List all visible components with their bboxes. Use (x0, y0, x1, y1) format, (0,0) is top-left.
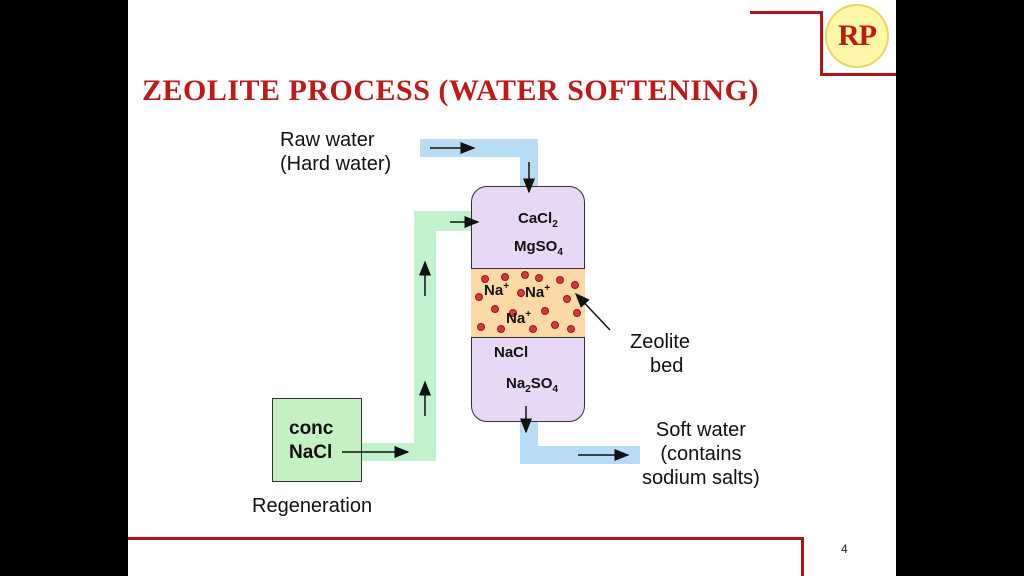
ion-na-3: Na+ (506, 309, 532, 327)
resin-dot (541, 307, 549, 315)
ion-na-1: Na+ (484, 281, 510, 299)
resin-dot (517, 289, 525, 297)
frame-line-top-vertical (820, 11, 823, 75)
frame-line-bottom-left (128, 537, 803, 540)
resin-dot (571, 281, 579, 289)
resin-dot (491, 305, 499, 313)
resin-dot (529, 325, 537, 333)
soft-water-label: Soft water (contains sodium salts) (642, 419, 760, 489)
conc-nacl-label: conc NaCl (289, 418, 334, 463)
resin-dot (563, 295, 571, 303)
slide: RP ZEOLITE PROCESS (WATER SOFTENING) CaC (128, 0, 896, 576)
chem-cacl2: CaCl2 (518, 210, 558, 230)
resin-dot (477, 323, 485, 331)
frame-line-bottom-vertical (801, 537, 804, 576)
chem-nacl: NaCl (494, 344, 529, 361)
resin-dot (535, 274, 543, 282)
chem-na2so4: Na2SO4 (506, 375, 558, 395)
conc-nacl-tank: conc NaCl (272, 398, 362, 482)
resin-dot (551, 321, 559, 329)
resin-dot (509, 309, 517, 317)
raw-water-pipe-horizontal (420, 139, 538, 157)
regeneration-label: Regeneration (252, 495, 373, 517)
arrow-zeolite-bed-pointer (574, 292, 611, 331)
frame-line-top-right (820, 73, 896, 76)
slide-title: ZEOLITE PROCESS (WATER SOFTENING) (142, 74, 759, 107)
resin-dot (521, 271, 529, 279)
zeolite-bed-label: Zeolite bed (630, 331, 691, 377)
rp-logo: RP (825, 4, 889, 68)
zeolite-bed (471, 268, 585, 338)
resin-dot (481, 275, 489, 283)
raw-water-label: Raw water (Hard water) (280, 129, 392, 175)
resin-dot (501, 273, 509, 281)
flow-arrows (342, 142, 630, 461)
chem-mgso4: MgSO4 (514, 238, 563, 258)
resin-dot (567, 325, 575, 333)
ion-na-2: Na+ (525, 283, 551, 301)
resin-dot (497, 325, 505, 333)
resin-dot (556, 276, 564, 284)
rp-logo-text: RP (838, 19, 877, 52)
frame-line-top (750, 11, 822, 14)
page-number: 4 (841, 542, 848, 556)
resin-dot (573, 309, 581, 317)
resin-dot (475, 293, 483, 301)
